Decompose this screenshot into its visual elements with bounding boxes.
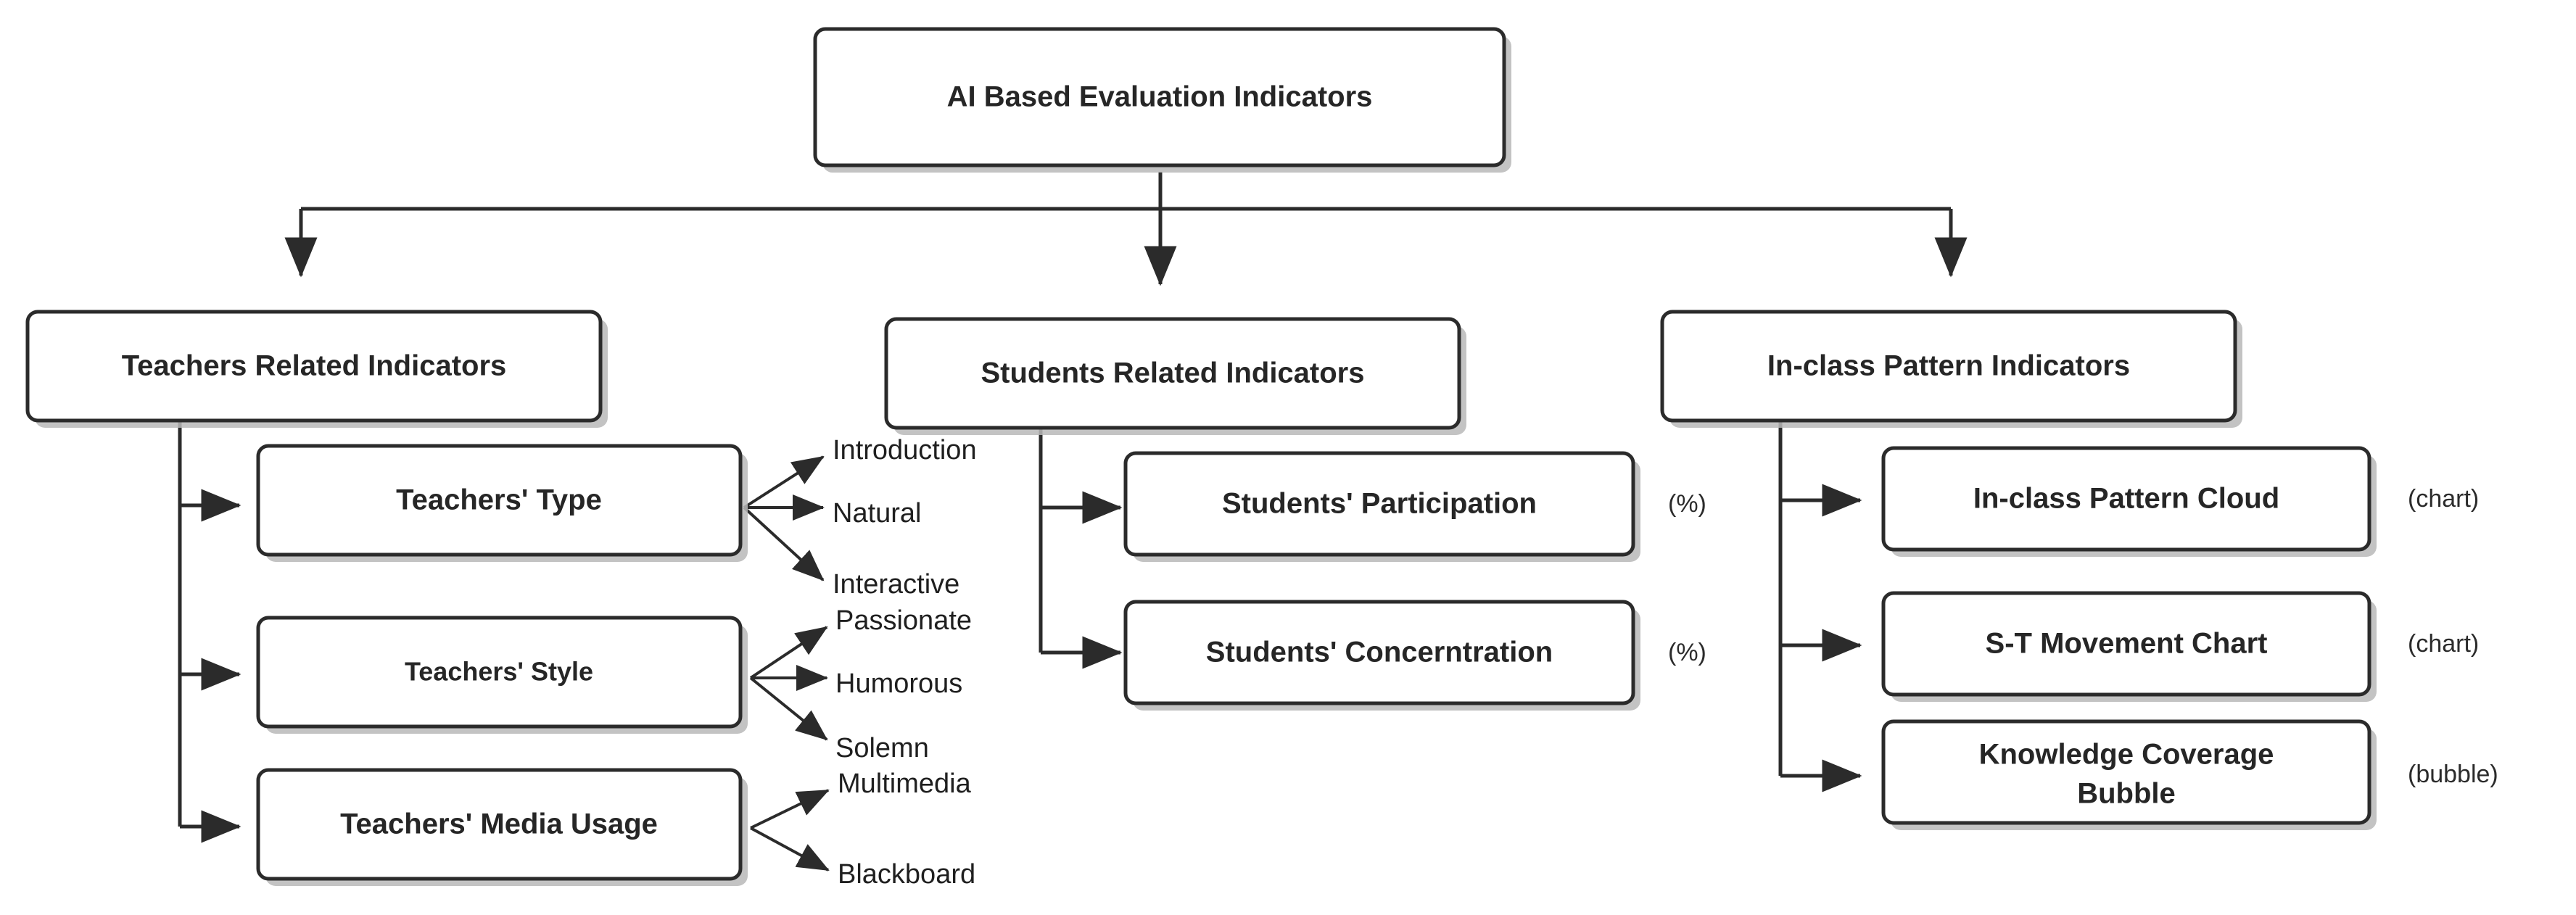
node-students-related-indicators[interactable]: Students Related Indicators xyxy=(884,317,1466,435)
leaf-label-blackboard: Blackboard xyxy=(838,859,975,890)
connector-teachers-type-fanout xyxy=(743,455,825,581)
leaf-label-passionate: Passionate xyxy=(835,605,972,636)
node-knowledge-coverage-bubble-label-line1: Knowledge Coverage xyxy=(1979,739,2274,771)
annotation-students-participation: (%) xyxy=(1668,490,1706,518)
node-teachers-style[interactable]: Teachers' Style xyxy=(256,616,748,734)
node-students-concentration[interactable]: Students' Concerntration xyxy=(1123,600,1640,711)
node-inclass-pattern-cloud-label: In-class Pattern Cloud xyxy=(1973,483,2279,515)
node-teachers-style-label: Teachers' Style xyxy=(405,657,593,687)
leaf-label-introduction: Introduction xyxy=(833,435,977,465)
annotation-st-movement-chart: (chart) xyxy=(2408,630,2479,658)
node-teachers-related-label: Teachers Related Indicators xyxy=(122,350,507,382)
node-inclass-pattern-label: In-class Pattern Indicators xyxy=(1767,350,2130,382)
connector-teachers-spine xyxy=(178,404,242,843)
node-students-participation-label: Students' Participation xyxy=(1222,488,1537,520)
node-teachers-type[interactable]: Teachers' Type xyxy=(256,444,748,562)
node-st-movement-chart[interactable]: S-T Movement Chart xyxy=(1881,591,2377,702)
node-students-related-label: Students Related Indicators xyxy=(981,357,1365,389)
leaf-label-interactive: Interactive xyxy=(833,569,959,600)
node-students-participation[interactable]: Students' Participation xyxy=(1123,451,1640,562)
connector-root-bus xyxy=(284,172,1968,286)
node-inclass-pattern-cloud[interactable]: In-class Pattern Cloud xyxy=(1881,446,2377,557)
node-knowledge-coverage-bubble[interactable]: Knowledge Coverage Bubble xyxy=(1881,719,2377,830)
connector-inclass-spine xyxy=(1778,406,1862,792)
leaf-label-humorous: Humorous xyxy=(835,668,962,699)
leaf-label-natural: Natural xyxy=(833,498,922,529)
connector-teachers-media-fanout xyxy=(750,789,830,871)
annotation-knowledge-coverage-bubble: (bubble) xyxy=(2408,761,2498,788)
leaf-label-multimedia: Multimedia xyxy=(838,769,972,799)
node-inclass-pattern-indicators[interactable]: In-class Pattern Indicators xyxy=(1660,310,2242,428)
node-root-label: AI Based Evaluation Indicators xyxy=(947,81,1373,113)
connector-students-spine xyxy=(1039,413,1123,669)
node-teachers-type-label: Teachers' Type xyxy=(396,484,602,516)
node-teachers-media-usage[interactable]: Teachers' Media Usage xyxy=(256,768,748,886)
node-teachers-related-indicators[interactable]: Teachers Related Indicators xyxy=(25,310,608,428)
connector-teachers-style-fanout xyxy=(749,626,828,741)
node-students-concentration-label: Students' Concerntration xyxy=(1206,637,1553,668)
annotation-inclass-pattern-cloud: (chart) xyxy=(2408,485,2479,513)
node-st-movement-chart-label: S-T Movement Chart xyxy=(1986,628,2268,660)
node-root[interactable]: AI Based Evaluation Indicators xyxy=(813,27,1511,173)
annotation-students-concentration: (%) xyxy=(1668,639,1706,666)
leaf-label-solemn: Solemn xyxy=(835,733,929,763)
node-knowledge-coverage-bubble-label-line2: Bubble xyxy=(2077,778,2176,810)
node-teachers-media-usage-label: Teachers' Media Usage xyxy=(340,808,658,840)
